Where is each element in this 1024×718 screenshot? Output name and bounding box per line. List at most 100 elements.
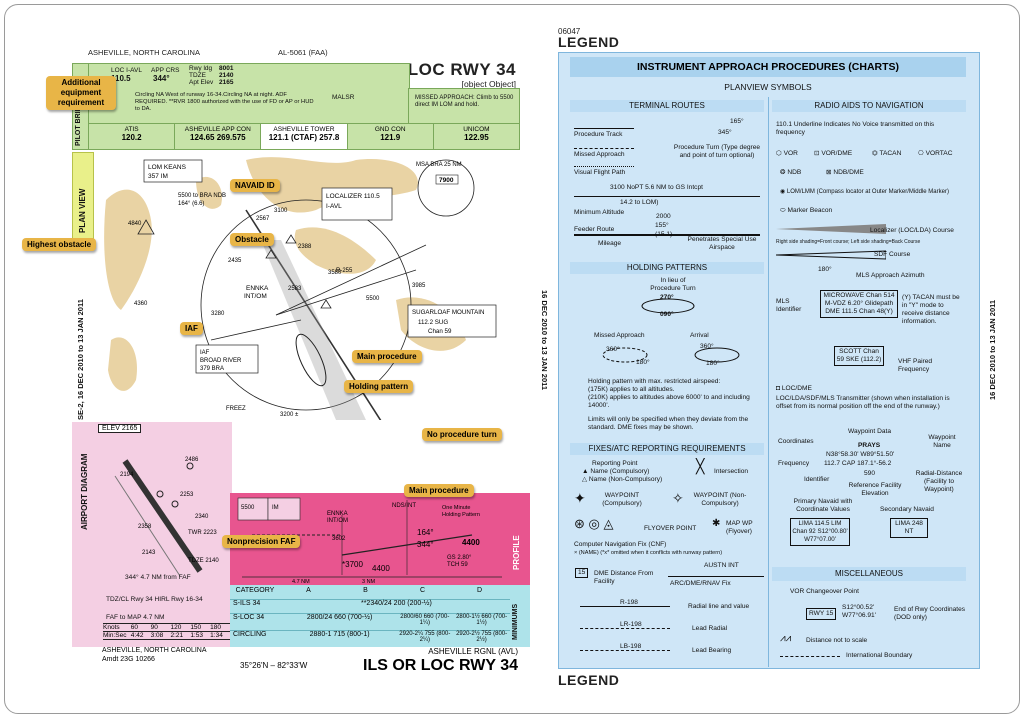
ndbdme-label: ⊠ NDB/DME xyxy=(826,169,864,176)
localizer-text: LOCALIZER 110.5 xyxy=(326,193,380,200)
legend-date-mid: 16 DEC 2010 to 13 JAN 2011 xyxy=(540,290,549,391)
noncompulsory-label: △ Name (Non-Compulsory) xyxy=(582,476,663,483)
obstacle-dot xyxy=(171,500,179,508)
mapwp-label: MAP WP (Flyover) xyxy=(726,520,753,535)
missed-approach-label: Missed Approach xyxy=(574,151,625,158)
radial-r255 xyxy=(275,269,417,316)
sdf-course-icon xyxy=(776,250,886,260)
callout-additional-equipment: Additional equipment requirement xyxy=(46,76,116,110)
localizer-label: Localizer (LOC/LDA) Course xyxy=(870,227,954,234)
elev-2194: 2194 xyxy=(120,472,134,478)
hold-note3: (210K) applies to altitudes above 6000' … xyxy=(588,394,750,409)
vor-label: ⬡ VOR xyxy=(776,150,798,157)
hold-270: 270° xyxy=(660,294,674,301)
reporting-point-label: Reporting Point xyxy=(592,460,638,467)
tdz-note: TDZ/CL Rwy 34 HIRL Rwy 16-34 xyxy=(106,596,203,603)
waypoint-compulsory-label: WAYPOINT (Compulsory) xyxy=(602,492,642,507)
lima2-box: LIMA 248 NT xyxy=(890,518,928,538)
comm-atis-value: 120.2 xyxy=(121,133,142,142)
ref-facility-label: Reference Facility Elevation xyxy=(848,482,902,497)
marker-text: Marker Beacon xyxy=(787,207,833,214)
lead-radial-value: LR-198 xyxy=(620,621,642,628)
mileage-label: Mileage xyxy=(598,240,622,247)
hold-360a: 360° xyxy=(606,346,620,353)
microwave-box: MICROWAVE Chan 514 M-VDZ 6.20° Glidepath… xyxy=(820,290,898,318)
mapwp-icon: ✱ xyxy=(712,518,721,529)
footer-city: ASHEVILLE, NORTH CAROLINA xyxy=(102,647,207,654)
elev-3280: 3280 xyxy=(211,311,225,317)
arc-label: ARC/DME/RNAV Fix xyxy=(670,580,731,587)
runway-16-34 xyxy=(122,459,203,573)
elev-2340: 2340 xyxy=(195,514,209,520)
ndbdme-text: NDB/DME xyxy=(833,169,864,176)
chart-al-number: AL-5061 (FAA) xyxy=(278,48,328,57)
profile-3700: *3700 xyxy=(342,560,363,569)
waypoint-noncompulsory-label: WAYPOINT (Non-Compulsory) xyxy=(693,492,747,507)
sdf-label: SDF Course xyxy=(874,251,911,258)
marker-label: ⬭ Marker Beacon xyxy=(780,207,833,214)
profile-crs2: 344° xyxy=(417,540,434,549)
localizer-feather xyxy=(261,240,366,420)
min-header-cell: A xyxy=(306,587,311,594)
lead-bearing-line xyxy=(580,650,670,651)
elev-4360: 4360 xyxy=(134,301,148,307)
noncompulsory-text: Name (Non-Compulsory) xyxy=(588,476,663,483)
end-coords-label: End of Rwy Coordinates (DOD only) xyxy=(894,606,966,621)
ennka-type-text: INT/OM xyxy=(244,293,267,300)
ndb-text: NDB xyxy=(787,169,802,176)
hold-note1: Holding pattern with max. restricted air… xyxy=(588,378,721,385)
underline-note: 110.1 Underline Indicates No Voice trans… xyxy=(776,121,935,136)
radial-value: R-198 xyxy=(620,599,638,606)
flyover-label: FLYOVER POINT xyxy=(644,525,697,532)
callout-obstacle: Obstacle xyxy=(230,233,274,246)
elev-3580: 3580 xyxy=(328,270,342,276)
legend-number: 06047 xyxy=(558,27,581,36)
mileage-value: (15.1) xyxy=(655,231,673,238)
procedure-track-label: Procedure Track xyxy=(574,131,623,138)
elev-2358: 2358 xyxy=(138,524,152,530)
twr-text: TWR 2223 xyxy=(188,530,217,536)
vhf-label: VHF Paired Frequency xyxy=(898,358,933,373)
airport-diagram-label: AIRPORT DIAGRAM xyxy=(80,453,89,530)
msa-text: MSA BRA 25 NM xyxy=(416,162,462,168)
radial-line-label: Radial line and value xyxy=(688,603,750,610)
intersection-icon: ╳ xyxy=(696,458,705,474)
callout-iaf: IAF xyxy=(180,322,203,335)
localizer-course-icon xyxy=(776,224,886,234)
comm-tower-value: 121.1 (CTAF) 257.8 xyxy=(268,133,340,142)
profile-gs: GS 2.80° xyxy=(447,555,472,561)
vor-change-label: VOR Changeover Point xyxy=(790,588,859,595)
hold-note2: (175K) applies to all altitudes. xyxy=(588,386,675,393)
mls-id-label: MLS Identifier xyxy=(776,298,802,313)
profile-label: PROFILE xyxy=(512,535,521,570)
rwy15-label: RWY 15 xyxy=(806,608,837,620)
min-value-cell: 2800/24 660 (700-½) xyxy=(306,614,373,621)
hold-180a: 180° xyxy=(636,359,650,366)
profile-ennka-type: INT/OM xyxy=(327,518,348,524)
plan-view-graphic: LOM KEANS 357 IM 5500 to BRA NDB 164° (6… xyxy=(96,150,516,420)
comm-app-value: 124.65 269.575 xyxy=(190,133,246,142)
mls-az-value: 180° xyxy=(818,266,832,273)
coordinates-label: Coordinates xyxy=(778,438,814,445)
hold-090: 090° xyxy=(660,311,674,318)
wp-590: 590 xyxy=(864,470,876,477)
lom-label: ◉ LOM/LMM (Compass locator at Outer Mark… xyxy=(780,189,949,195)
feeder-line xyxy=(574,234,760,236)
penetrates-label: Penetrates Special Use Airspace xyxy=(687,236,757,251)
min-header-cell: CATEGORY xyxy=(235,587,275,594)
timing-cell: 1:34 xyxy=(210,632,223,639)
nopt-sub: 14.2 to LOM) xyxy=(620,199,659,206)
bra-freq-text: 379 BRA xyxy=(200,366,224,372)
timing-cell: 4:42 xyxy=(130,632,144,639)
profile-holding: Holding Pattern xyxy=(442,512,480,518)
lead-bearing-value: LB-198 xyxy=(620,643,642,650)
locdme-label: ◘ LOC/DME xyxy=(776,385,812,392)
tdze: 2140 xyxy=(219,72,234,79)
missed-approach-line xyxy=(574,148,634,149)
feeder-value: 155° xyxy=(655,222,669,229)
misc-title: MISCELLANEOUS xyxy=(772,567,966,581)
obstacle-symbols xyxy=(137,219,332,309)
